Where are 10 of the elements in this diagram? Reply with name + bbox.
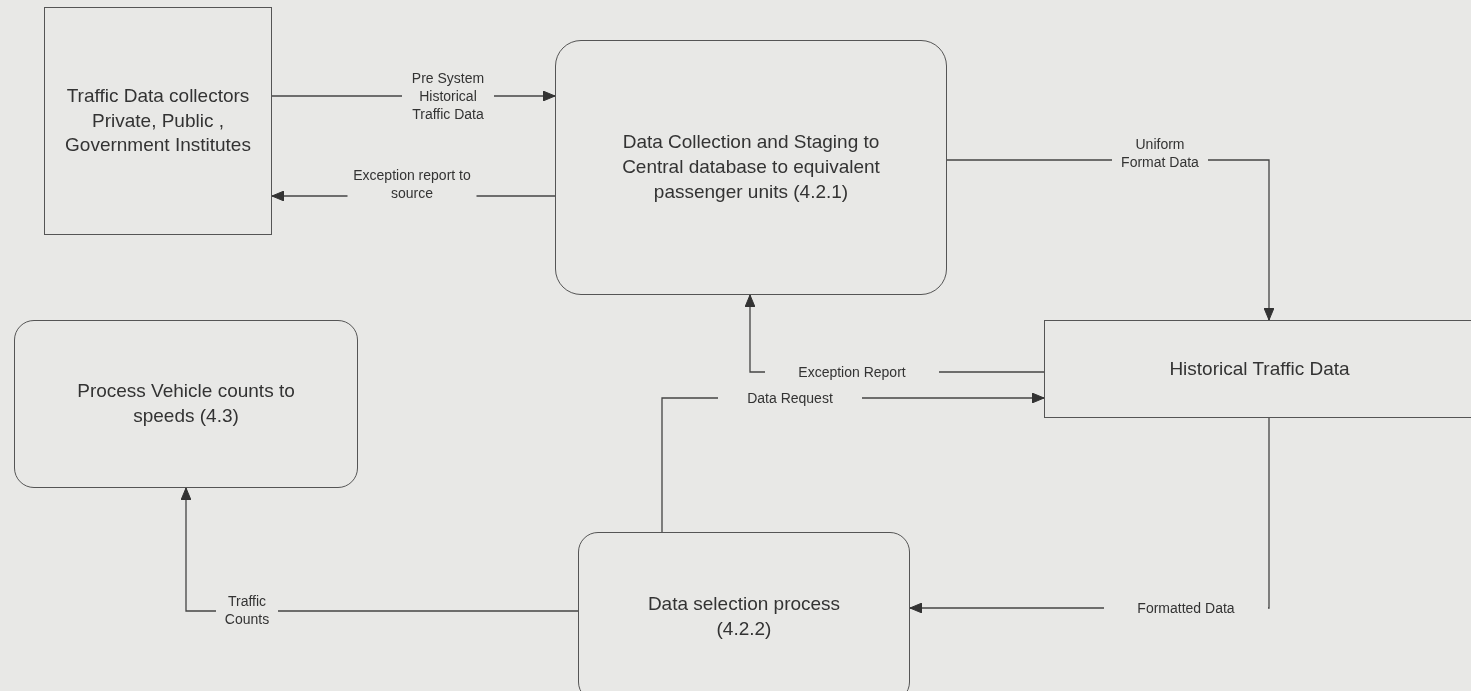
process-box	[14, 320, 358, 488]
node-label: Traffic Data collectors Private, Public , Government Institutes	[64, 83, 252, 158]
node-label: Data selection process (4.2.2)	[646, 592, 842, 641]
node-label: Process Vehicle counts to speeds (4.3)	[76, 379, 296, 428]
process-box	[578, 532, 910, 691]
node-label: Data Collection and Staging to Central database to equivalent passenger units (4.2.1)	[621, 130, 881, 204]
entity-box	[1044, 320, 1471, 418]
node-label: Historical Traffic Data	[1168, 356, 1351, 381]
entity-box	[44, 7, 272, 235]
process-box	[555, 40, 947, 295]
